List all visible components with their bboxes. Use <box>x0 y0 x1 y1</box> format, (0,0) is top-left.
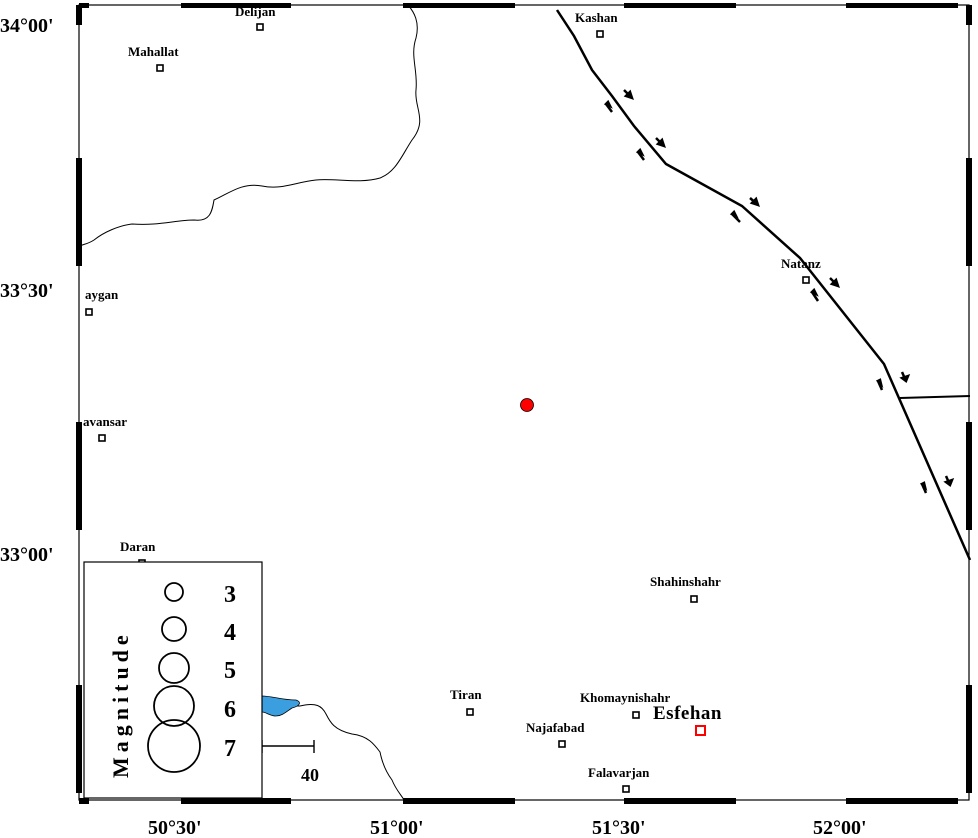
city-marker-delijan <box>256 23 264 31</box>
city-marker-golpaygan <box>85 308 93 316</box>
city-marker-natanz <box>802 276 810 284</box>
city-label-kashan: Kashan <box>575 10 618 25</box>
lat-label-34-00: 34°00' <box>0 15 54 37</box>
city-label-shahinshahr: Shahinshahr <box>650 574 721 589</box>
city-marker-kashan <box>596 30 604 38</box>
city-marker-khomaynishahr <box>632 711 640 719</box>
city-label-daran: Daran <box>120 539 156 554</box>
city-marker-esfehan <box>695 725 706 736</box>
city-marker-tiran <box>466 708 474 716</box>
fault-line-main <box>555 9 972 561</box>
legend-title: Magnitude <box>108 630 133 778</box>
lat-label-33-30: 33°30' <box>0 280 54 302</box>
city-label-tiran: Tiran <box>450 687 482 702</box>
city-marker-najafabad <box>558 740 566 748</box>
scale-bar-label: 40 <box>301 765 319 785</box>
lon-label-52-00: 52°00' <box>813 817 867 838</box>
city-marker-shahinshahr <box>690 595 698 603</box>
legend-value-5: 5 <box>224 658 236 684</box>
legend-value-4: 4 <box>224 620 236 646</box>
city-marker-falavarjan <box>622 785 630 793</box>
legend-value-3: 3 <box>224 582 236 608</box>
city-label-esfehan: Esfehan <box>653 703 722 724</box>
city-label-natanz: Natanz <box>781 256 821 271</box>
fault-slip-arrows <box>603 89 955 494</box>
lon-label-51-00: 51°00' <box>370 817 424 838</box>
lon-label-51-30: 51°30' <box>592 817 646 838</box>
city-marker-khansar <box>98 434 106 442</box>
city-label-mahallat: Mahallat <box>128 44 179 59</box>
province-boundary-north <box>79 4 421 247</box>
legend-circle-5 <box>158 652 190 684</box>
lon-label-50-30: 50°30' <box>148 817 202 838</box>
city-label-khansar: avansar <box>83 414 127 429</box>
legend-circle-7 <box>147 719 201 773</box>
reservoir-water <box>261 695 300 717</box>
lat-label-33-00: 33°00' <box>0 544 54 566</box>
city-markers <box>85 23 810 793</box>
legend-value-6: 6 <box>224 697 236 723</box>
frame-border-bars <box>76 3 972 804</box>
legend-circle-4 <box>161 616 187 642</box>
city-label-golpaygan: aygan <box>85 287 119 302</box>
city-marker-mahallat <box>156 64 164 72</box>
city-label-falavarjan: Falavarjan <box>588 765 650 780</box>
epicenter-marker <box>520 398 534 412</box>
magnitude-legend: Magnitude 3 4 5 6 7 <box>83 561 263 799</box>
city-label-delijan: Delijan <box>235 4 276 19</box>
legend-value-7: 7 <box>224 736 236 762</box>
fault-line-branch <box>899 395 971 399</box>
city-label-najafabad: Najafabad <box>526 720 585 735</box>
legend-circle-6 <box>153 685 195 727</box>
legend-circle-3 <box>164 582 184 602</box>
city-label-khomaynishahr: Khomaynishahr <box>580 690 671 705</box>
